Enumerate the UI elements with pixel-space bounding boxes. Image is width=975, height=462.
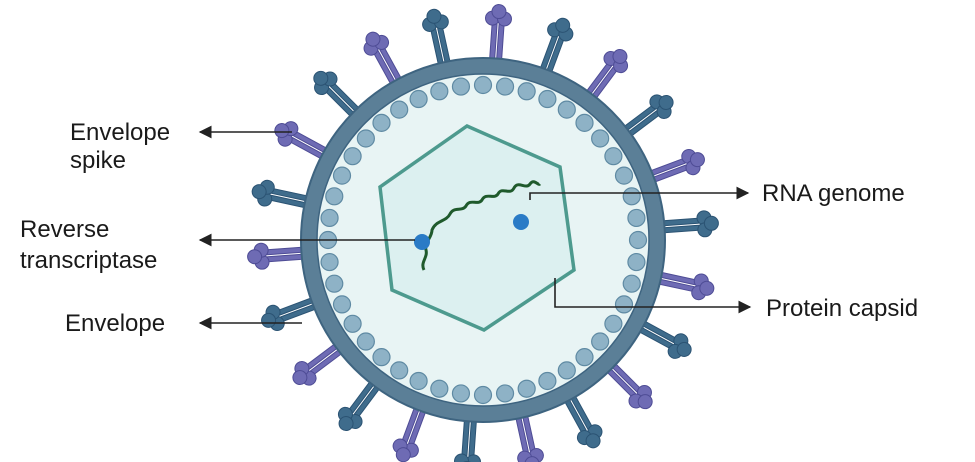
matrix-protein-bead [591,129,610,148]
matrix-protein-bead [343,314,362,333]
matrix-protein-bead [538,371,557,391]
matrix-protein-bead [575,348,594,367]
label-rna-genome: RNA genome [762,180,905,207]
matrix-protein-bead [473,75,493,95]
matrix-protein-bead [627,208,646,228]
matrix-protein-bead [409,371,428,391]
label-protein-capsid: Protein capsid [766,295,918,322]
matrix-protein-bead [372,113,391,132]
envelope-spike-icon [582,48,629,104]
matrix-protein-bead [343,147,362,166]
envelope-spike-icon [655,210,719,238]
envelope-spike-icon [292,339,348,386]
envelope-spike-icon [337,376,384,432]
matrix-protein-bead [390,361,409,380]
matrix-protein-bead [557,361,576,380]
envelope-spike-icon [422,8,452,72]
envelope-spike-icon [618,94,674,141]
matrix-protein-bead [495,77,515,96]
envelope-spike-icon [363,31,405,91]
matrix-protein-bead [604,314,623,333]
protein-capsid-hexagon [378,124,576,332]
envelope-spike-icon [537,17,574,79]
envelope-spike-icon [485,4,512,68]
envelope-spike-icon [561,389,603,449]
matrix-protein-bead [390,100,409,119]
matrix-protein-bead [604,147,623,166]
matrix-protein-bead [622,274,641,293]
reverse-transcriptase-icon [513,214,529,230]
matrix-protein-bead [451,77,471,96]
matrix-protein-bead [622,187,641,206]
matrix-protein-bead [409,89,428,109]
matrix-protein-bead [473,385,493,405]
matrix-protein-bead [320,208,339,228]
matrix-protein-bead [332,166,352,185]
label-reverse-transcriptase-line2: transcriptase [20,247,157,274]
label-arrows [198,125,752,330]
envelope-spike-icon [392,401,429,462]
matrix-protein-bead [557,100,576,119]
label-envelope: Envelope [65,310,165,337]
matrix-protein-bead [325,274,344,293]
envelope-spike-icon [313,70,364,122]
matrix-protein-bead [332,295,352,314]
matrix-protein-bead [614,295,634,314]
matrix-protein-bead [538,89,557,109]
envelope-spike-icon [274,121,333,162]
label-envelope-spike-line2: spike [70,147,126,174]
matrix-protein-bead [356,129,375,148]
matrix-protein-bead [430,379,449,398]
envelope-spike-icon [602,358,653,410]
matrix-protein-layer [318,75,648,405]
matrix-protein-bead [628,230,648,250]
arrow-rna-genome [529,186,750,200]
matrix-protein-bead [575,113,594,132]
matrix-protein-bead [614,166,634,185]
matrix-protein-bead [325,187,344,206]
matrix-protein-bead [517,379,536,398]
envelope-spike-icon [643,148,705,185]
matrix-protein-bead [627,252,646,272]
envelope-spike-icon [251,179,315,210]
envelope-spike-icon [633,318,692,359]
matrix-protein-bead [517,82,536,101]
envelope-spike-icon [514,408,544,462]
reverse-transcriptase-icon [414,234,430,250]
matrix-protein-bead [356,332,375,351]
label-envelope-spike-line1: Envelope [70,119,170,146]
arrow-protein-capsid [554,278,752,314]
matrix-protein-bead [372,348,391,367]
matrix-protein-bead [591,332,610,351]
matrix-protein-bead [320,252,339,272]
matrix-protein-bead [451,384,471,403]
label-reverse-transcriptase-line1: Reverse [20,216,109,243]
matrix-protein-bead [495,384,515,403]
envelope-spikes [247,4,719,462]
matrix-protein-bead [430,82,449,101]
